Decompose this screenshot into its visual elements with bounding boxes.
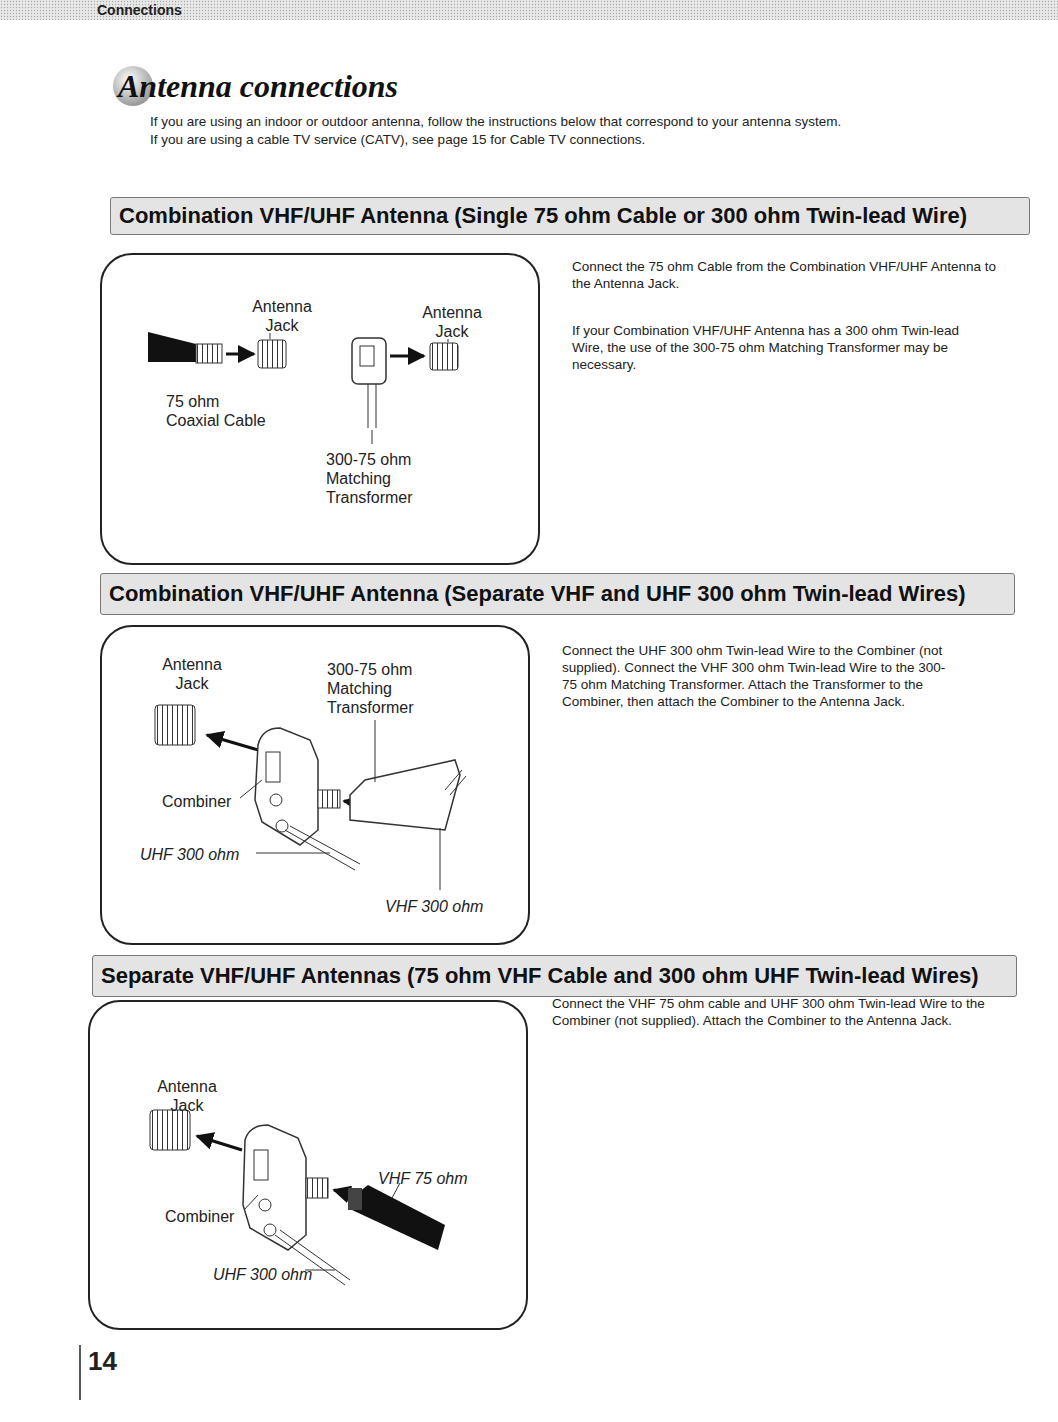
instruction-text: Connect the VHF 75 ohm cable and UHF 300… bbox=[552, 995, 992, 1029]
diagram-panel: Antenna Jack Antenna Jack 75 ohm Coaxial C… bbox=[100, 253, 540, 565]
instruction-text: Connect the 75 ohm Cable from the Combin… bbox=[572, 258, 1012, 292]
diagram-panel: Antenna JackVHF 75 ohmCombinerUHF 300 oh… bbox=[88, 1000, 528, 1330]
intro-text: If you are using a cable TV service (CAT… bbox=[150, 131, 1030, 148]
section-band: Combination VHF/UHF Antenna (Single 75 o… bbox=[110, 197, 1030, 235]
section-heading: Combination VHF/UHF Antenna (Single 75 o… bbox=[119, 203, 967, 229]
section-heading: Separate VHF/UHF Antennas (75 ohm VHF Ca… bbox=[101, 963, 979, 989]
section-band: Combination VHF/UHF Antenna (Separate VH… bbox=[100, 573, 1015, 615]
section-band: Separate VHF/UHF Antennas (75 ohm VHF Ca… bbox=[92, 955, 1017, 997]
page-number: 14 bbox=[88, 1346, 148, 1376]
page-title: Antenna connections bbox=[118, 68, 398, 105]
part-label: 300-75 ohm Matching Transformer bbox=[326, 450, 446, 507]
instruction-text: Connect the UHF 300 ohm Twin-lead Wire t… bbox=[562, 642, 952, 710]
part-label: Antenna Jack bbox=[242, 297, 322, 335]
part-label: Antenna Jack bbox=[147, 655, 237, 693]
section-heading: Combination VHF/UHF Antenna (Separate VH… bbox=[109, 581, 966, 607]
part-label: 75 ohm Coaxial Cable bbox=[166, 392, 276, 430]
part-label: Antenna Jack bbox=[412, 303, 492, 341]
part-label: Antenna Jack bbox=[147, 1077, 227, 1115]
instruction-text: If your Combination VHF/UHF Antenna has … bbox=[572, 322, 972, 373]
part-label: Combiner bbox=[165, 1207, 245, 1226]
part-label: UHF 300 ohm bbox=[213, 1265, 333, 1284]
running-header: Connections bbox=[97, 2, 297, 19]
part-label: Combiner bbox=[162, 792, 242, 811]
part-label: UHF 300 ohm bbox=[140, 845, 250, 864]
part-label: VHF 75 ohm bbox=[378, 1169, 498, 1188]
part-label: 300-75 ohm Matching Transformer bbox=[327, 660, 447, 717]
intro-text: If you are using an indoor or outdoor an… bbox=[150, 113, 1030, 130]
part-label: VHF 300 ohm bbox=[385, 897, 515, 916]
diagram-panel: Antenna Jack 300-75 ohm Matching Transfor… bbox=[100, 625, 530, 945]
